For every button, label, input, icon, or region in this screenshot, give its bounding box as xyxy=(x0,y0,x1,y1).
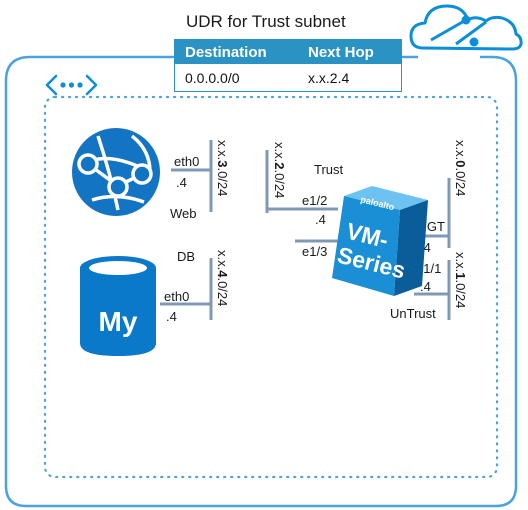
untrust-label: UnTrust xyxy=(390,306,436,321)
trust-subnet xyxy=(265,150,338,243)
web-app-icon xyxy=(72,128,160,216)
web-ip-label: .4 xyxy=(176,175,187,190)
udr-table: Destination Next Hop 0.0.0.0/0 x.x.2.4 xyxy=(174,39,402,92)
udr-header-row: Destination Next Hop xyxy=(174,39,402,64)
db-ip-label: .4 xyxy=(166,309,177,324)
vnet-icon xyxy=(45,74,98,96)
trust-iface2-label: e1/3 xyxy=(302,244,327,259)
db-label: DB xyxy=(177,249,195,264)
udr-header-destination: Destination xyxy=(174,39,298,64)
untrust-subnet-label: x.x.1.0/24 xyxy=(453,252,468,308)
db-subnet xyxy=(160,258,213,320)
vm-series-firewall: paloalto VM- Series xyxy=(332,186,428,296)
udr-next-hop-cell: x.x.2.4 xyxy=(308,69,350,86)
trust-ip-label: .4 xyxy=(315,212,326,227)
subnet-frame xyxy=(43,95,499,479)
web-subnet xyxy=(171,140,213,212)
db-subnet-label: x.x.4.0/24 xyxy=(215,250,230,306)
udr-title: UDR for Trust subnet xyxy=(186,12,346,31)
trust-subnet-label: x.x.2.0/24 xyxy=(272,142,287,198)
udr-destination-cell: 0.0.0.0/0 xyxy=(185,69,240,86)
vnet-frame xyxy=(4,55,518,508)
web-subnet-label: x.x.3.0/24 xyxy=(215,140,230,196)
azure-cloud-icon xyxy=(409,4,523,51)
untrust-ip-label: .4 xyxy=(420,279,431,294)
mysql-icon-text: My xyxy=(99,306,138,337)
db-iface-label: eth0 xyxy=(164,289,189,304)
web-iface-label: eth0 xyxy=(174,154,199,169)
web-label: Web xyxy=(170,206,197,221)
mgmt-subnet-label: x.x.0.0/24 xyxy=(453,140,468,196)
mgmt-ip-label: .4 xyxy=(420,240,431,255)
trust-iface-label: e1/2 xyxy=(302,193,327,208)
udr-header-next-hop: Next Hop xyxy=(298,39,402,64)
mysql-db-icon: My xyxy=(80,256,156,356)
untrust-subnet xyxy=(414,260,451,320)
trust-label: Trust xyxy=(314,162,344,177)
udr-route-row: 0.0.0.0/0 x.x.2.4 xyxy=(175,64,402,92)
